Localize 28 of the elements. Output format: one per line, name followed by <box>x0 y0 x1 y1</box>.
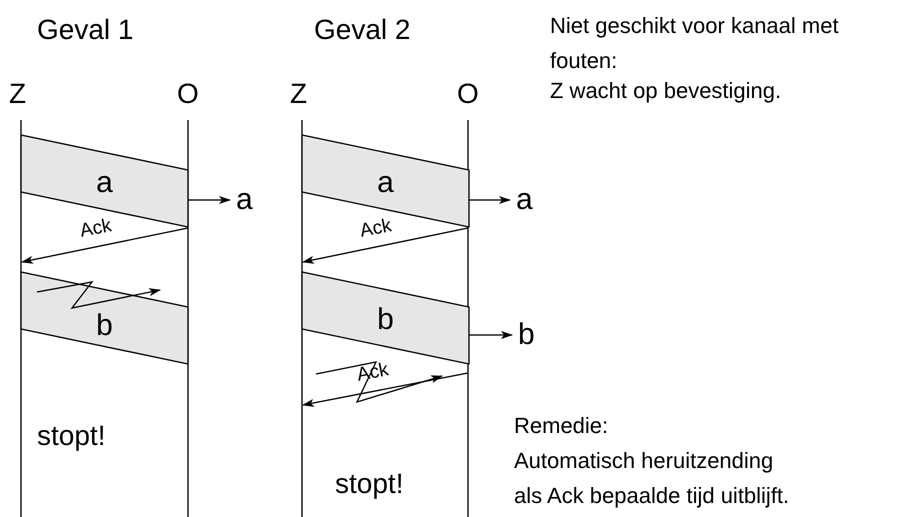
status-text: stopt! <box>37 420 106 452</box>
message-label: b <box>376 303 395 337</box>
arrow <box>188 196 231 204</box>
case-title: Geval 1 <box>37 14 134 46</box>
lifeline-label: Z <box>9 78 26 110</box>
note-text: Z wacht op bevestiging. <box>550 78 782 104</box>
arrow <box>469 331 513 339</box>
note-text: als Ack bepaalde tijd uitblijft. <box>514 483 790 508</box>
lifeline-label: O <box>457 78 479 110</box>
message-label: a <box>95 166 114 200</box>
delivered-message: b <box>518 318 535 352</box>
lifeline-label: O <box>177 78 199 110</box>
arrow <box>469 196 511 204</box>
lifeline-label: Z <box>290 78 308 110</box>
message-band <box>21 272 188 364</box>
message-band <box>302 272 469 364</box>
message-label: Ack <box>358 215 394 243</box>
delivered-message: a <box>516 183 533 217</box>
message-label: b <box>95 309 114 343</box>
message-label: a <box>376 166 395 200</box>
status-text: stopt! <box>335 468 404 500</box>
delivered-message: a <box>236 183 253 217</box>
note-text: Niet geschikt voor kanaal met fouten: <box>550 12 840 75</box>
note-text: Automatisch heruitzending <box>514 448 774 474</box>
message-label: Ack <box>355 359 390 387</box>
case-title: Geval 2 <box>314 14 410 46</box>
note-text: Remedie: <box>514 413 608 438</box>
message-label: Ack <box>78 215 114 243</box>
